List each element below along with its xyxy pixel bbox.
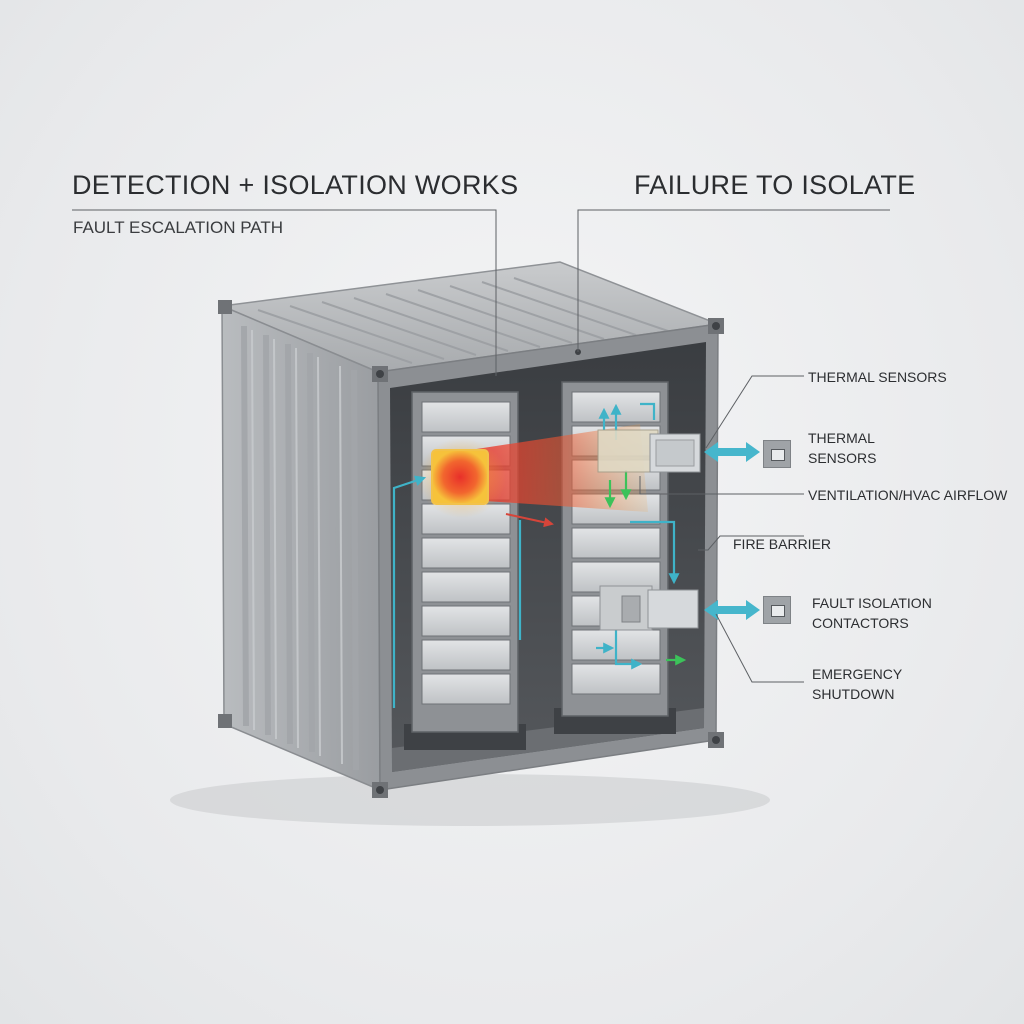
thermal-sensor-box-icon: [763, 440, 791, 468]
double-arrow-icon: [704, 442, 760, 462]
rack-thermal-sensor-panel: [597, 429, 701, 473]
callout-ventilation-hvac-airflow: VENTILATION/HVAC AIRFLOW: [808, 487, 1008, 503]
leader-lines: [72, 209, 890, 683]
double-arrow-icon: [704, 600, 760, 620]
floor-shadow: [170, 774, 770, 826]
container-side-wall: [221, 304, 381, 792]
container-roof: [219, 261, 721, 373]
title-failure-to-isolate: FAILURE TO ISOLATE: [634, 170, 916, 200]
callout-thermal-sensors-line2: SENSORS: [808, 450, 877, 466]
subtitle-fault-escalation-path: FAULT ESCALATION PATH: [73, 218, 284, 237]
callout-thermal-sensors-top: THERMAL SENSORS: [808, 369, 947, 385]
contactor-box-icon: [763, 596, 791, 624]
rack-contactor-panel: [599, 585, 699, 631]
callout-thermal-sensors-line1: THERMAL: [808, 430, 875, 446]
hot-cell-icon: [431, 449, 489, 505]
title-detection-isolation-works: DETECTION + ISOLATION WORKS: [72, 170, 519, 200]
callout-fault-isolation-line1: FAULT ISOLATION: [812, 595, 932, 611]
callout-emergency-line2: SHUTDOWN: [812, 686, 895, 702]
callout-fault-isolation-line2: CONTACTORS: [812, 615, 909, 631]
callout-fire-barrier: FIRE BARRIER: [733, 536, 832, 552]
callout-emergency-line1: EMERGENCY: [812, 666, 903, 682]
